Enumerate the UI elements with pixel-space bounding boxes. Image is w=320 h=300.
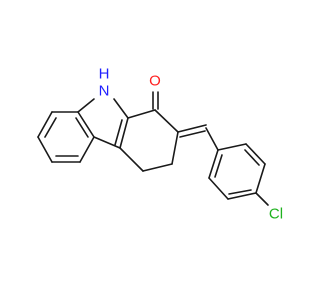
- bond-double-inner: [214, 154, 223, 178]
- bond-double-inner: [228, 189, 252, 195]
- bond: [77, 111, 95, 138]
- bond-double-inner: [75, 117, 89, 138]
- bond: [255, 192, 269, 206]
- bond: [171, 131, 179, 165]
- atom-label-chlorine: Cl: [269, 206, 283, 223]
- bond: [217, 143, 247, 151]
- bond-exocyclic-double: [177, 124, 207, 133]
- bond: [154, 109, 179, 133]
- bond: [79, 136, 95, 163]
- bond: [245, 143, 266, 165]
- bond: [37, 111, 53, 138]
- bond: [77, 98, 95, 113]
- bond: [227, 192, 257, 200]
- bond-double-inner: [244, 149, 260, 166]
- atom-label-oxygen: O: [149, 73, 161, 90]
- bond: [205, 127, 219, 151]
- atom-label-hydrogen: H: [99, 66, 110, 83]
- bond: [208, 149, 219, 179]
- bond: [119, 147, 144, 172]
- atom-label-nitrogen: N: [99, 83, 110, 100]
- bond: [142, 163, 173, 172]
- chemical-structure-diagram: N H O Cl: [37, 66, 283, 223]
- bond: [255, 163, 266, 194]
- bond: [119, 117, 129, 149]
- bond: [93, 136, 121, 149]
- bond-double-inner: [44, 117, 57, 138]
- bond-exocyclic-double: [179, 130, 206, 138]
- bonds: [37, 91, 269, 206]
- bond: [113, 98, 129, 119]
- bond: [37, 136, 53, 163]
- bond-double-inner: [114, 119, 123, 146]
- bond: [127, 109, 156, 119]
- bond: [208, 177, 229, 200]
